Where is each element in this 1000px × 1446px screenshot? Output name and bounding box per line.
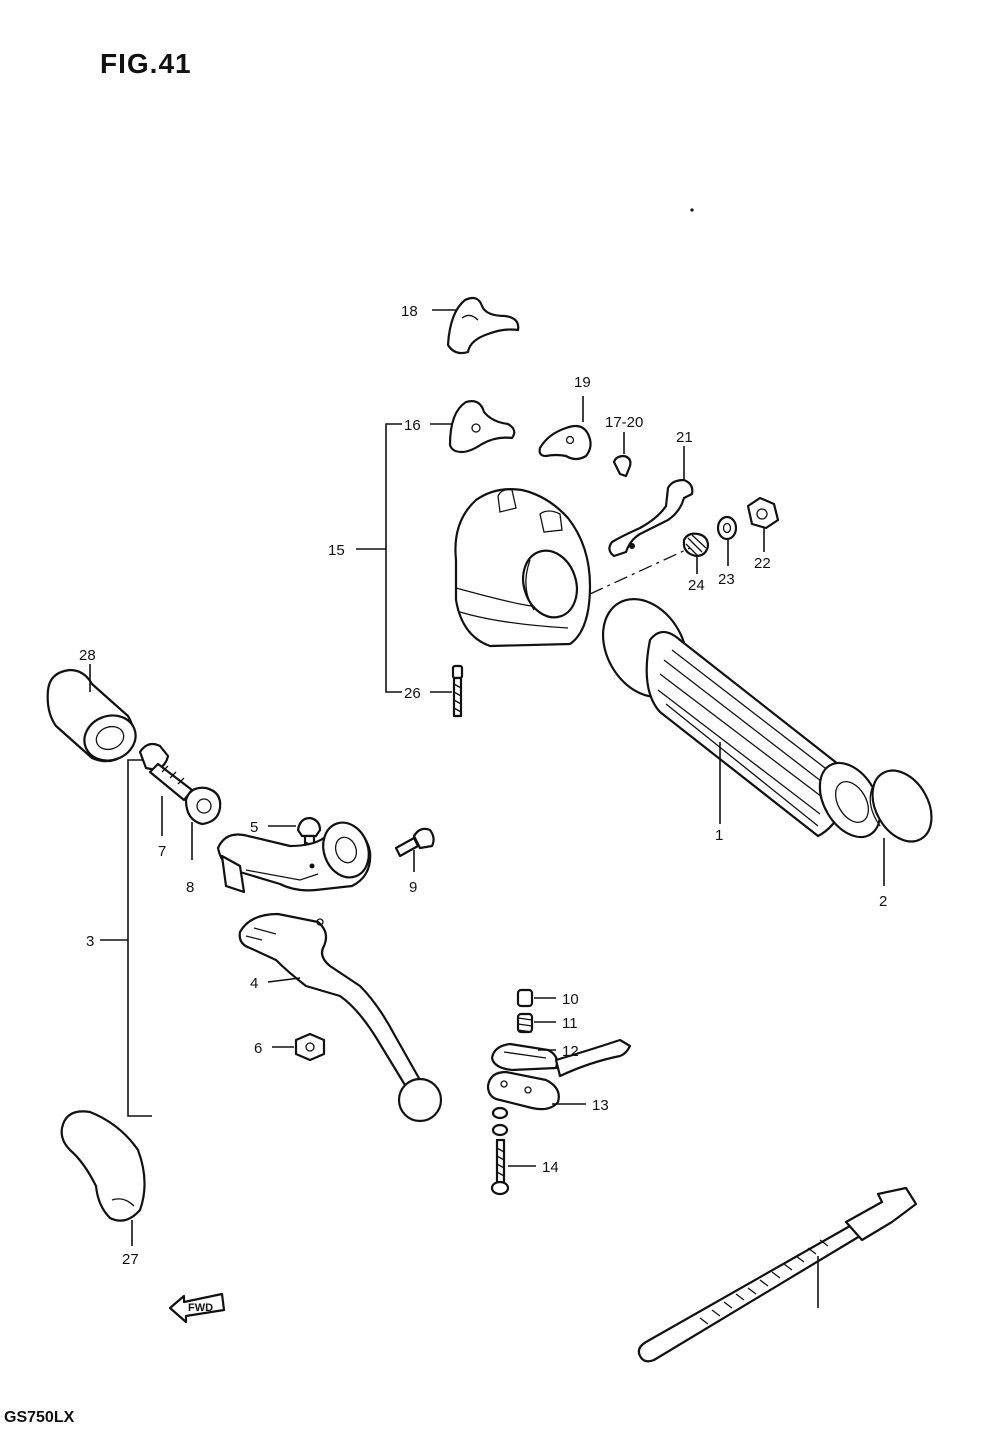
- callout-26: 27: [122, 1251, 139, 1268]
- part-12-switch: [490, 1038, 632, 1078]
- part-7-bolt: [138, 742, 194, 802]
- assembly-axis: [589, 547, 691, 595]
- callout-4: 4: [250, 975, 258, 992]
- part-24-spring: [682, 532, 710, 558]
- part-17-20-screw: [612, 454, 632, 478]
- part-18-cover: [446, 296, 520, 355]
- part-23-washer: [716, 515, 738, 541]
- part-6-nut: [294, 1032, 326, 1062]
- callout-22: 22: [754, 555, 771, 572]
- callout-19: 19: [574, 374, 591, 391]
- stray-mark: [690, 208, 694, 212]
- part-3-lever-holder: [216, 821, 372, 894]
- part-9-bolt: [394, 827, 435, 858]
- callout-14: 14: [542, 1159, 559, 1176]
- leader-4: [267, 977, 301, 983]
- callout-27: 28: [79, 647, 96, 664]
- callout-3: 3: [86, 933, 94, 950]
- figure-title: FIG.41: [100, 48, 192, 79]
- callout-17-20: 17-20: [605, 414, 643, 431]
- part-15-switch-housing: [454, 488, 592, 648]
- bracket-15: [385, 423, 402, 693]
- callout-1: 1: [715, 827, 723, 844]
- callout-11: 11: [562, 1015, 578, 1032]
- part-28-cable-tie: [637, 1186, 918, 1363]
- callout-6: 6: [254, 1040, 262, 1057]
- bracket-3: [127, 759, 152, 1117]
- callout-10: 10: [562, 991, 579, 1008]
- model-code: GS750LX: [4, 1409, 75, 1426]
- callout-15: 15: [328, 542, 345, 559]
- callout-23: 23: [718, 571, 735, 588]
- part-11-spring: [516, 1012, 534, 1034]
- fwd-label: FWD: [188, 1302, 213, 1314]
- callout-5: 5: [250, 819, 258, 836]
- part-10-adjuster: [516, 988, 534, 1008]
- part-22-nut: [746, 496, 780, 530]
- callout-24: 24: [688, 577, 705, 594]
- part-2-end-cap: [869, 769, 933, 843]
- callout-13: 13: [592, 1097, 609, 1114]
- part-19-piece: [538, 424, 592, 461]
- callout-21: 21: [676, 429, 693, 446]
- part-25-screw: [451, 664, 464, 718]
- part-16-cover: [448, 400, 516, 454]
- part-4-lever: [238, 912, 443, 1123]
- callout-9: 9: [409, 879, 417, 896]
- part-13-bracket: [486, 1070, 560, 1111]
- part-8-nut: [184, 786, 222, 826]
- part-21-lever: [608, 478, 694, 558]
- callout-18: 18: [401, 303, 418, 320]
- callout-25: 26: [404, 685, 421, 702]
- callout-7: 7: [158, 843, 166, 860]
- washer-lower: [491, 1123, 509, 1137]
- callout-16: 16: [404, 417, 421, 434]
- callout-12: 12: [562, 1043, 579, 1060]
- callout-2: 2: [879, 893, 887, 910]
- callout-8: 8: [186, 879, 194, 896]
- part-1-grip: [601, 598, 882, 839]
- part-27-boot: [46, 668, 137, 763]
- washer-upper: [491, 1106, 509, 1120]
- fwd-arrow-icon: FWD: [168, 1292, 226, 1324]
- part-26-boot: [60, 1110, 146, 1222]
- part-14-screw: [490, 1138, 510, 1196]
